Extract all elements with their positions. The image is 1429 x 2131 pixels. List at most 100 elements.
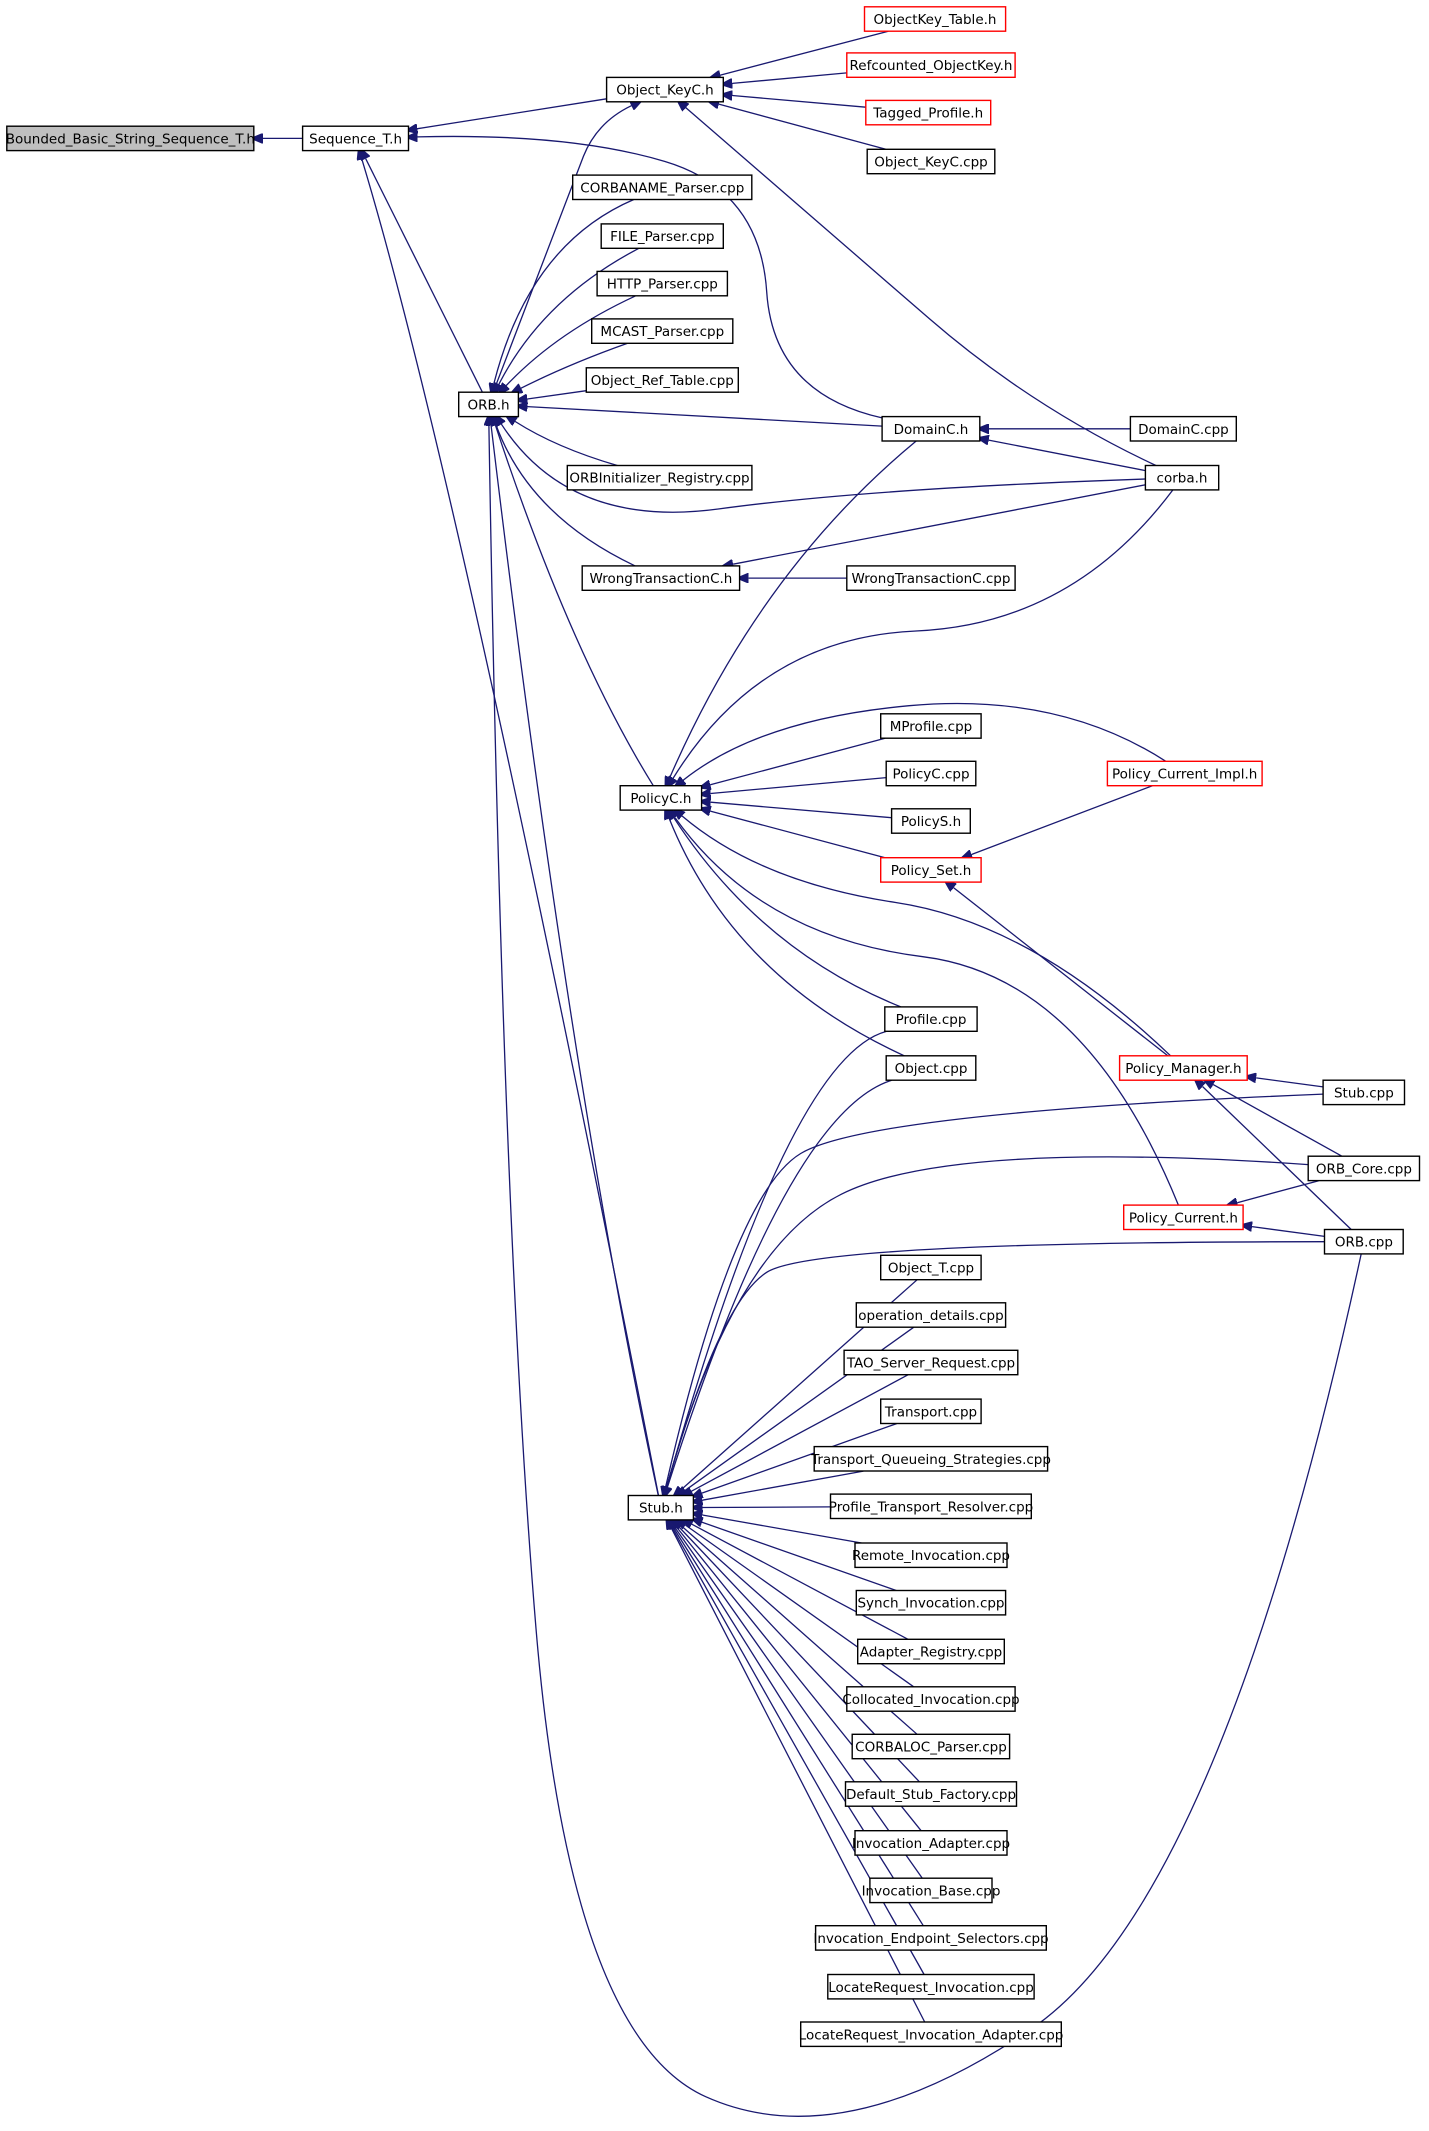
node-corbaloc[interactable]: CORBALOC_Parser.cpp bbox=[851, 1733, 1011, 1760]
node-seq[interactable]: Sequence_T.h bbox=[301, 125, 410, 152]
node-ort[interactable]: Object_Ref_Table.cpp bbox=[585, 367, 739, 393]
edge-line bbox=[667, 1030, 887, 1486]
node-tqs[interactable]: Transport_Queueing_Strategies.cpp bbox=[810, 1445, 1051, 1472]
edge-line bbox=[711, 776, 887, 794]
node-label: Policy_Set.h bbox=[891, 863, 972, 879]
node-http[interactable]: HTTP_Parser.cpp bbox=[596, 270, 729, 297]
node-stubcpp[interactable]: Stub.cpp bbox=[1322, 1079, 1406, 1106]
node-okcpp[interactable]: Object_KeyC.cpp bbox=[866, 148, 996, 175]
edge-mcast-to-orbh bbox=[521, 342, 628, 388]
node-invbase[interactable]: Invocation_Base.cpp bbox=[862, 1877, 1001, 1904]
node-label: Policy_Current_Impl.h bbox=[1112, 767, 1257, 783]
node-box bbox=[591, 318, 734, 344]
node-ptr[interactable]: Profile_Transport_Resolver.cpp bbox=[829, 1493, 1033, 1520]
edge-line bbox=[506, 295, 637, 386]
node-label: ORB.h bbox=[467, 397, 509, 413]
node-orbinit[interactable]: ORBInitializer_Registry.cpp bbox=[566, 464, 753, 491]
node-orbh[interactable]: ORB.h bbox=[458, 391, 520, 418]
node-prof[interactable]: Profile.cpp bbox=[884, 1006, 978, 1033]
node-okc[interactable]: Object_KeyC.h bbox=[605, 76, 724, 103]
edge-pcur-to-pch bbox=[675, 818, 1180, 1206]
node-objt[interactable]: Object_T.cpp bbox=[880, 1254, 982, 1281]
node-domh[interactable]: DomainC.h bbox=[881, 415, 981, 442]
node-label: operation_details.cpp bbox=[858, 1308, 1003, 1324]
node-box bbox=[566, 464, 753, 491]
node-mcast[interactable]: MCAST_Parser.cpp bbox=[591, 318, 734, 344]
node-synch[interactable]: Synch_Invocation.cpp bbox=[855, 1589, 1007, 1616]
node-pccpp[interactable]: PolicyC.cpp bbox=[885, 760, 977, 787]
node-label: DomainC.cpp bbox=[1138, 422, 1229, 438]
node-label: Stub.cpp bbox=[1334, 1085, 1394, 1101]
node-psh[interactable]: PolicyS.h bbox=[890, 808, 971, 834]
node-box bbox=[866, 148, 996, 175]
node-box bbox=[827, 1973, 1035, 2000]
node-tsr[interactable]: TAO_Server_Request.cpp bbox=[843, 1349, 1019, 1376]
node-tp[interactable]: Tagged_Profile.h bbox=[865, 99, 992, 126]
edge-domh-to-orbh bbox=[527, 407, 883, 427]
node-okt[interactable]: ObjectKey_Table.h bbox=[863, 6, 1007, 32]
edge-line bbox=[669, 819, 905, 1057]
edge-http-to-orbh bbox=[506, 295, 637, 386]
edge-corba-to-domh bbox=[989, 440, 1146, 472]
node-stubh[interactable]: Stub.h bbox=[627, 1494, 695, 1521]
edge-adreg-to-stubh bbox=[692, 1524, 909, 1640]
node-colloc[interactable]: Collocated_Invocation.cpp bbox=[842, 1686, 1020, 1712]
edge-objcpp-to-stubh bbox=[668, 1079, 892, 1487]
edge-line bbox=[710, 811, 886, 859]
node-orbcpp[interactable]: ORB.cpp bbox=[1323, 1228, 1404, 1255]
node-label: Tagged_Profile.h bbox=[872, 106, 983, 122]
node-label: Remote_Invocation.cpp bbox=[852, 1548, 1010, 1564]
node-label: WrongTransactionC.h bbox=[589, 571, 732, 587]
node-objcpp[interactable]: Object.cpp bbox=[885, 1055, 977, 1081]
node-box bbox=[857, 1638, 1006, 1665]
node-remote[interactable]: Remote_Invocation.cpp bbox=[852, 1542, 1010, 1569]
node-box bbox=[1118, 1055, 1248, 1081]
edge-orbh-to-seq bbox=[366, 159, 483, 393]
node-ies[interactable]: Invocation_Endpoint_Selectors.cpp bbox=[813, 1924, 1049, 1951]
node-corba[interactable]: corba.h bbox=[1144, 464, 1220, 491]
edge-line bbox=[494, 198, 635, 384]
node-bbss[interactable]: Bounded_Basic_String_Sequence_T.h bbox=[6, 125, 255, 152]
edge-transport-to-stubh bbox=[702, 1422, 897, 1494]
node-box bbox=[627, 1494, 695, 1521]
edge-line bbox=[673, 489, 1174, 778]
node-pch[interactable]: PolicyC.h bbox=[619, 785, 703, 811]
node-pcur[interactable]: Policy_Current.h bbox=[1122, 1204, 1244, 1231]
edge-stubcpp-to-pman bbox=[1256, 1078, 1324, 1088]
node-wtcpp[interactable]: WrongTransactionC.cpp bbox=[846, 565, 1016, 592]
edge-domh-to-pch bbox=[670, 440, 917, 778]
node-box bbox=[596, 270, 729, 297]
edge-line bbox=[1252, 1227, 1325, 1238]
node-label: LocateRequest_Invocation_Adapter.cpp bbox=[799, 2027, 1064, 2043]
node-box bbox=[1144, 464, 1220, 491]
edge-prof-to-pch bbox=[674, 818, 902, 1008]
node-corbaname[interactable]: CORBANAME_Parser.cpp bbox=[572, 174, 753, 201]
edge-line bbox=[676, 1527, 922, 1832]
node-box bbox=[885, 760, 977, 787]
node-wth[interactable]: WrongTransactionC.h bbox=[581, 565, 741, 592]
node-dsf[interactable]: Default_Stub_Factory.cpp bbox=[844, 1781, 1018, 1807]
node-orbcore[interactable]: ORB_Core.cpp bbox=[1307, 1155, 1421, 1182]
node-domcpp[interactable]: DomainC.cpp bbox=[1129, 415, 1238, 442]
node-pset[interactable]: Policy_Set.h bbox=[880, 857, 982, 883]
node-label: DomainC.h bbox=[894, 422, 969, 438]
node-invad[interactable]: Invocation_Adapter.cpp bbox=[852, 1829, 1010, 1856]
node-rok[interactable]: Refcounted_ObjectKey.h bbox=[846, 52, 1016, 79]
node-adreg[interactable]: Adapter_Registry.cpp bbox=[857, 1638, 1006, 1665]
edge-line bbox=[675, 1527, 923, 1879]
node-box bbox=[846, 52, 1016, 79]
node-mprof[interactable]: MProfile.cpp bbox=[880, 713, 982, 739]
edge-line bbox=[1237, 1180, 1319, 1203]
node-label: LocateRequest_Invocation.cpp bbox=[828, 1980, 1034, 1996]
node-transport[interactable]: Transport.cpp bbox=[880, 1398, 982, 1425]
node-pman[interactable]: Policy_Manager.h bbox=[1118, 1055, 1248, 1081]
node-box bbox=[855, 1302, 1007, 1328]
edge-file-to-orbh bbox=[499, 247, 640, 384]
node-box bbox=[851, 1733, 1011, 1760]
node-opdet[interactable]: operation_details.cpp bbox=[855, 1302, 1007, 1328]
node-lri[interactable]: LocateRequest_Invocation.cpp bbox=[827, 1973, 1035, 2000]
node-file[interactable]: FILE_Parser.cpp bbox=[600, 223, 725, 249]
node-pcur_impl[interactable]: Policy_Current_Impl.h bbox=[1106, 760, 1263, 787]
node-lria[interactable]: LocateRequest_Invocation_Adapter.cpp bbox=[799, 2021, 1064, 2048]
node-box bbox=[855, 1589, 1007, 1616]
